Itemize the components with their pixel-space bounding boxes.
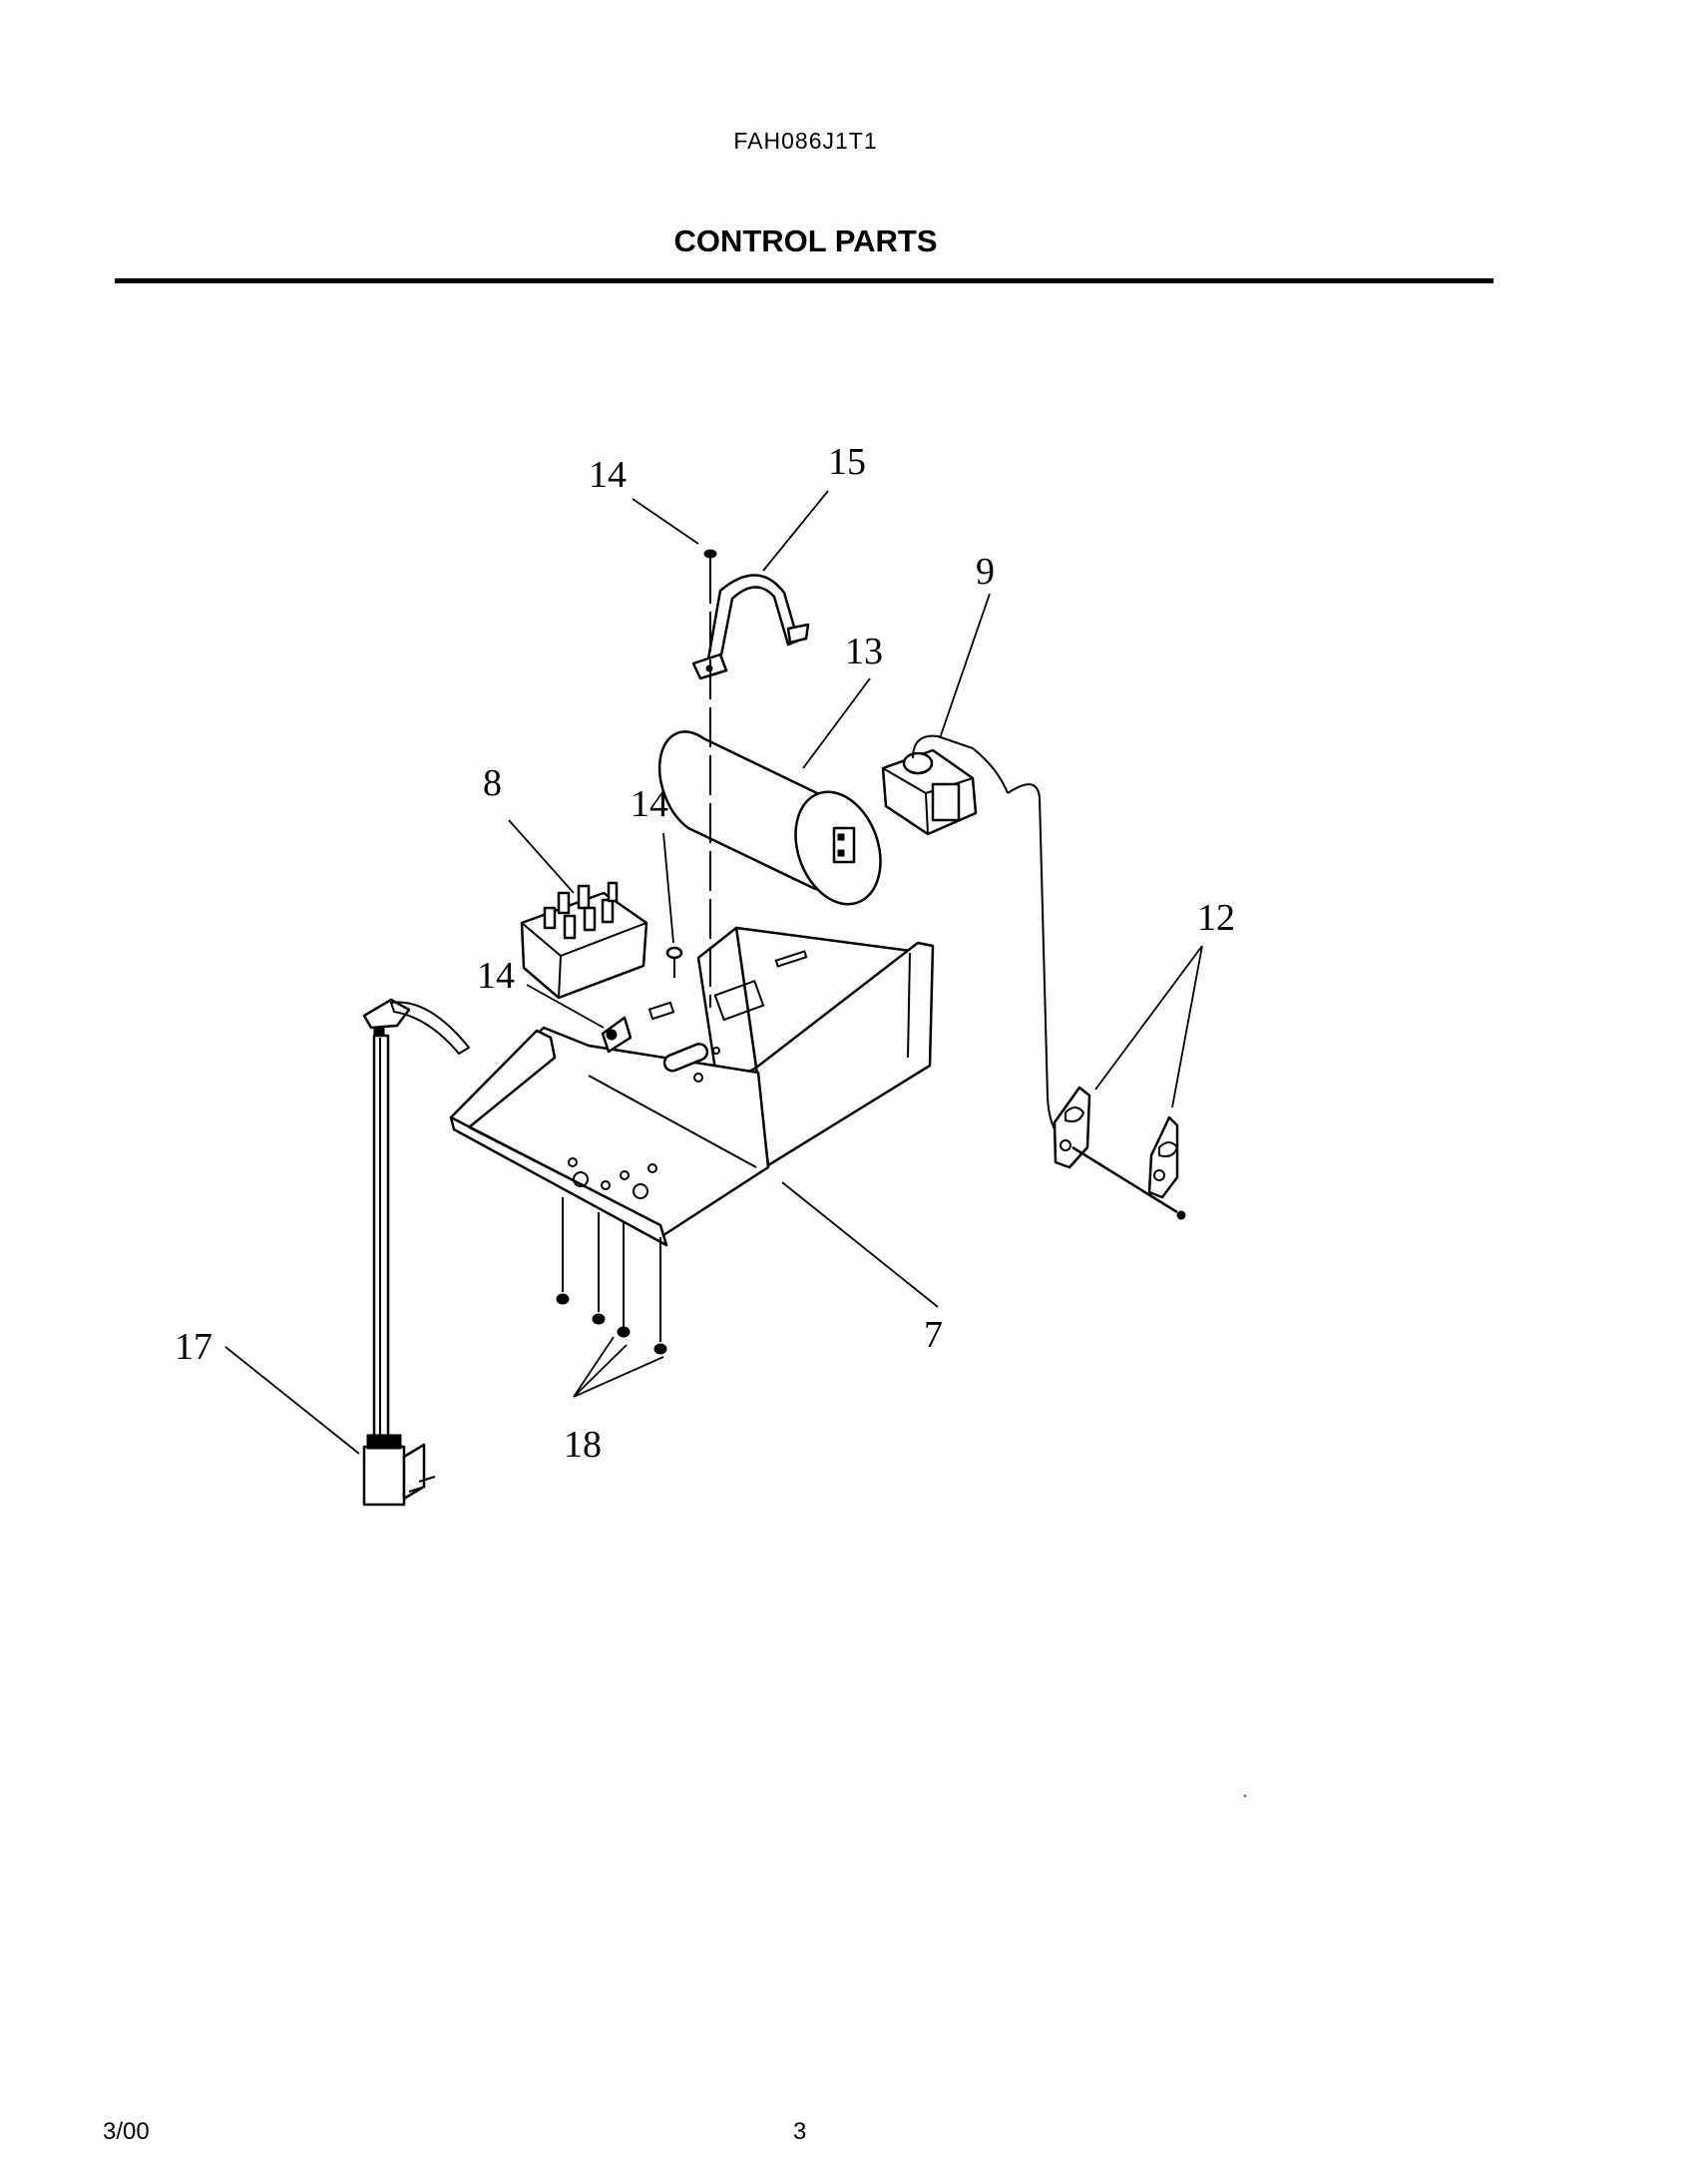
callout-7: 7 (924, 1314, 943, 1356)
callout-labels: 14 15 9 13 8 14 12 14 7 17 18 (175, 441, 1235, 1466)
leader-lines (224, 490, 1203, 1455)
part-8-relay (520, 881, 648, 1000)
model-number: FAH086J1T1 (733, 128, 878, 154)
callout-14-left: 14 (477, 955, 515, 997)
scan-speck (1243, 1794, 1247, 1798)
part-15-strap (691, 574, 810, 680)
callout-12: 12 (1197, 897, 1235, 939)
callout-14-top: 14 (589, 454, 627, 496)
callout-8: 8 (483, 762, 502, 804)
title-divider (115, 278, 1494, 283)
callout-9: 9 (976, 551, 995, 593)
revision-date: 3/00 (103, 2118, 150, 2145)
part-7-control-tray (449, 926, 935, 1247)
callout-17: 17 (175, 1326, 213, 1368)
part-17-power-cord (362, 998, 471, 1507)
part-13-capacitor (657, 730, 882, 906)
part-9-thermostat (881, 734, 1073, 1148)
page-number: 3 (793, 2118, 807, 2145)
callout-14-mid: 14 (631, 783, 668, 825)
part-14-screws (665, 549, 717, 978)
part-18-screws (556, 1197, 667, 1355)
callout-15: 15 (828, 441, 866, 483)
part-12-sensor-brackets (1053, 1086, 1186, 1220)
callout-18: 18 (564, 1424, 602, 1466)
page-title: CONTROL PARTS (673, 223, 938, 258)
callout-13: 13 (845, 631, 883, 672)
